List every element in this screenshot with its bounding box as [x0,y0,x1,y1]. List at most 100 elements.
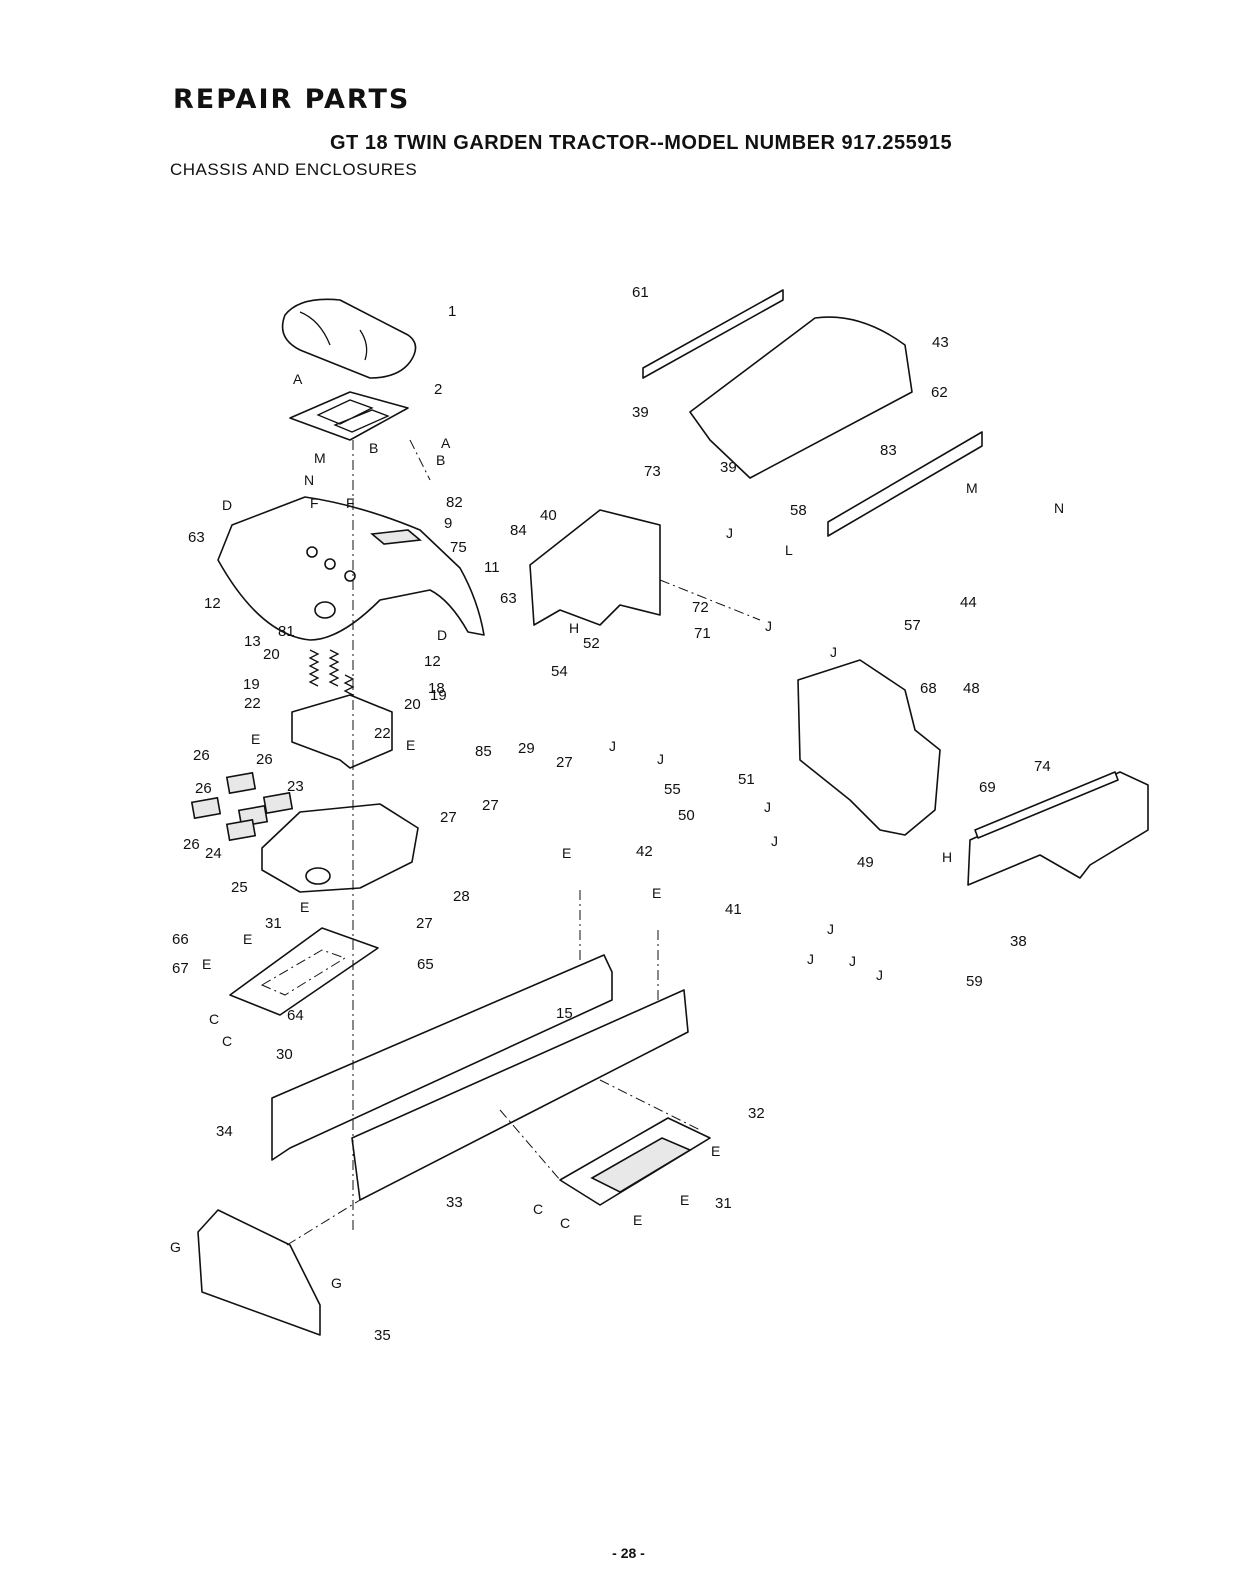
model-subtitle: GT 18 TWIN GARDEN TRACTOR--MODEL NUMBER … [330,132,953,154]
fuel-tank-part [261,803,419,893]
callout-75: 75 [450,539,467,556]
reference-letter-J: J [764,799,771,815]
callout-59: 59 [966,973,983,990]
callout-61: 61 [632,284,649,301]
frame-left-part [271,954,613,1161]
callout-2: 2 [434,381,442,398]
reference-letter-J: J [849,953,856,969]
callout-84: 84 [510,522,527,539]
reference-letter-M: M [314,450,326,466]
reference-letter-E: E [633,1212,642,1228]
callout-43: 43 [932,334,949,351]
frame-right-part [351,989,689,1201]
reference-letter-J: J [726,525,733,541]
callout-22: 22 [244,695,261,712]
callout-73: 73 [644,463,661,480]
callout-12: 12 [204,595,221,612]
callout-31: 31 [715,1195,732,1212]
page-number: - 28 - [612,1545,645,1561]
callout-51: 51 [738,771,755,788]
reference-letter-E: E [711,1143,720,1159]
assembly-lines [286,439,761,1246]
callout-82: 82 [446,494,463,511]
reference-letter-E: E [243,931,252,947]
callout-18: 18 [428,680,445,697]
callout-44: 44 [960,594,977,611]
reference-letter-J: J [876,967,883,983]
callout-33: 33 [446,1194,463,1211]
callout-27: 27 [482,797,499,814]
reference-letter-B: B [436,452,445,468]
callout-54: 54 [551,663,568,680]
callout-26: 26 [195,780,212,797]
callout-74: 74 [1034,758,1051,775]
callout-85: 85 [475,743,492,760]
callout-64: 64 [287,1007,304,1024]
callout-63: 63 [188,529,205,546]
callout-48: 48 [963,680,980,697]
reference-letter-J: J [830,644,837,660]
callout-20: 20 [404,696,421,713]
callout-34: 34 [216,1123,233,1140]
reference-letter-C: C [222,1033,232,1049]
callout-31: 31 [265,915,282,932]
reference-letter-E: E [300,899,309,915]
reference-letter-N: N [304,472,314,488]
section-title: CHASSIS AND ENCLOSURES [170,160,418,179]
callout-58: 58 [790,502,807,519]
callout-39: 39 [720,459,737,476]
pad-part [190,771,294,842]
grille-part [797,659,941,836]
callout-22: 22 [374,725,391,742]
callout-13: 13 [244,633,261,650]
callout-28: 28 [453,888,470,905]
callout-38: 38 [1010,933,1027,950]
side-panel-right-part [967,771,1149,886]
callout-52: 52 [583,635,600,652]
callout-72: 72 [692,599,709,616]
reference-letter-F: F [310,495,319,511]
callout-30: 30 [276,1046,293,1063]
callout-27: 27 [440,809,457,826]
reference-letter-E: E [202,956,211,972]
reference-letter-E: E [251,731,260,747]
reference-letter-J: J [609,738,616,754]
callout-41: 41 [725,901,742,918]
callout-9: 9 [444,515,452,532]
callout-23: 23 [287,778,304,795]
callout-63: 63 [500,590,517,607]
callout-35: 35 [374,1327,391,1344]
reference-letter-B: B [369,440,378,456]
fender-part [217,496,485,641]
callout-40: 40 [540,507,557,524]
reference-letter-C: C [533,1201,543,1217]
seat-pan-part [289,391,409,441]
reference-letter-N: N [1054,500,1064,516]
reference-letter-M: M [966,480,978,496]
page-title: REPAIR PARTS [173,84,411,115]
reference-letter-H: H [569,620,579,636]
reference-letter-J: J [827,921,834,937]
reference-letter-G: G [170,1239,181,1255]
stripe-61-part [642,289,784,379]
callout-19: 19 [243,676,260,693]
reference-letter-A: A [293,371,303,387]
callout-26: 26 [193,747,210,764]
pivot-bracket-part [291,694,393,769]
seat-part [281,298,417,379]
callout-27: 27 [556,754,573,771]
front-plate-part [197,1209,321,1336]
reference-letter-J: J [657,751,664,767]
callout-68: 68 [920,680,937,697]
callout-65: 65 [417,956,434,973]
callout-83: 83 [880,442,897,459]
callout-66: 66 [172,931,189,948]
reference-letter-C: C [209,1011,219,1027]
callout-26: 26 [256,751,273,768]
reference-letter-C: C [560,1215,570,1231]
reference-letter-H: H [942,849,952,865]
callout-71: 71 [694,625,711,642]
reference-letter-L: L [785,542,793,558]
footrest-left-part [229,927,379,1016]
